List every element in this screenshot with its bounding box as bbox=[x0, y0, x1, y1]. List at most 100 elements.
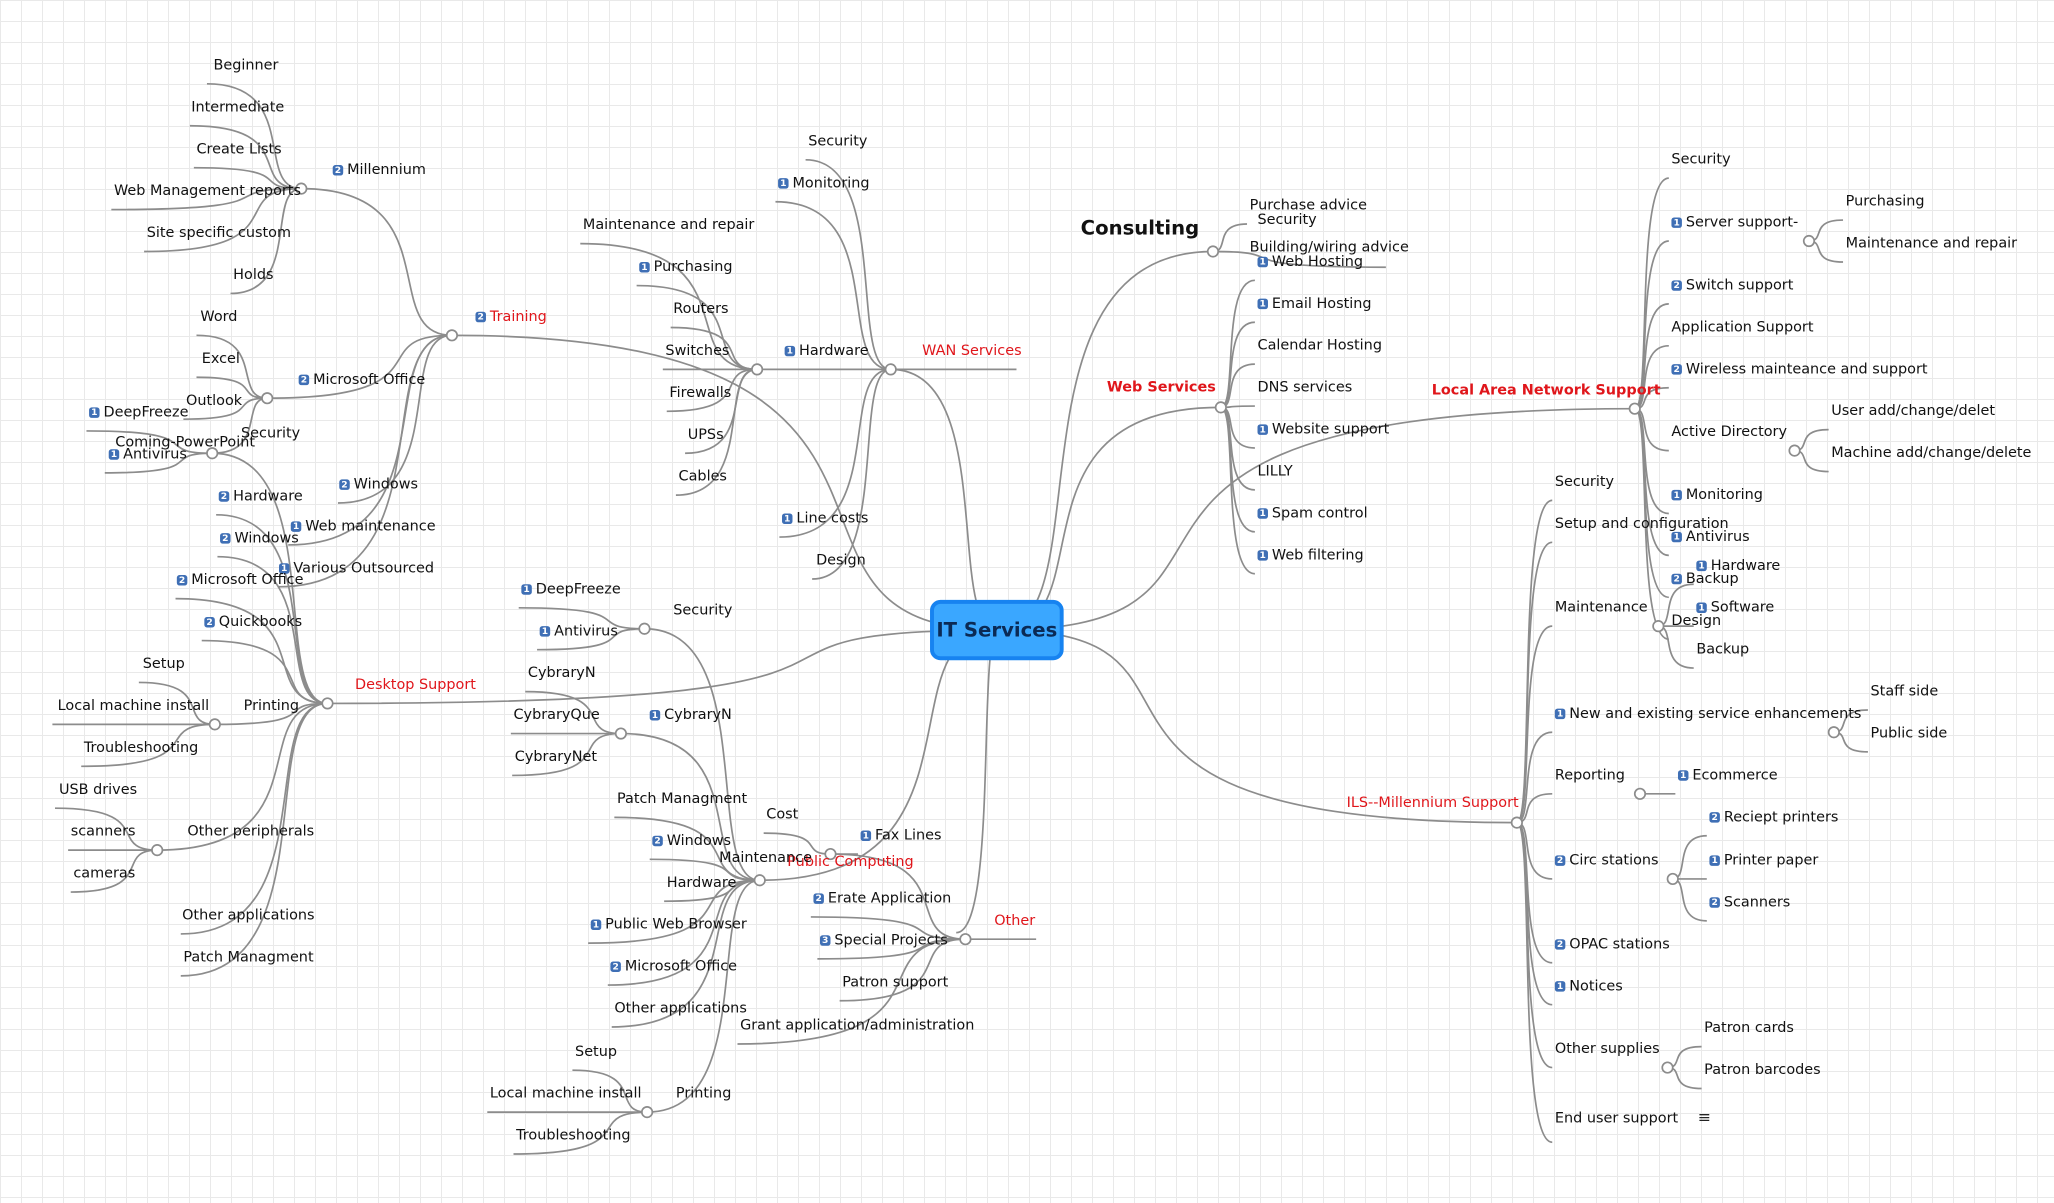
topic-pc-cybraryque[interactable]: CybraryQue bbox=[513, 706, 599, 723]
topic-ils-reporting[interactable]: Reporting bbox=[1555, 766, 1625, 783]
topic-excel[interactable]: Excel bbox=[202, 350, 240, 367]
topic-lan-useradd[interactable]: User add/change/delet bbox=[1831, 402, 1995, 419]
junction-knob[interactable] bbox=[1633, 787, 1647, 800]
topic-ds-trouble[interactable]: Troubleshooting bbox=[84, 739, 198, 756]
topic-other[interactable]: Other bbox=[994, 912, 1035, 929]
topic-ils[interactable]: ILS--Millennium Support bbox=[1347, 794, 1519, 811]
note-icon[interactable]: ≡ bbox=[1697, 1108, 1711, 1127]
topic-wan-routers[interactable]: Routers bbox=[673, 300, 728, 317]
junction-knob[interactable] bbox=[1802, 234, 1816, 248]
junction-knob[interactable] bbox=[824, 847, 837, 861]
junction-knob[interactable] bbox=[208, 718, 221, 731]
junction-knob[interactable] bbox=[1628, 402, 1641, 415]
topic-con-purchase[interactable]: Purchase advice bbox=[1250, 196, 1367, 213]
topic-web-calendar[interactable]: Calendar Hosting bbox=[1258, 337, 1382, 354]
junction-knob[interactable] bbox=[1661, 1061, 1674, 1074]
topic-pc-cybraryn2[interactable]: CybraryN bbox=[528, 664, 596, 681]
topic-word[interactable]: Word bbox=[200, 308, 237, 325]
topic-ds-otherperiph[interactable]: Other peripherals bbox=[187, 823, 314, 840]
junction-knob[interactable] bbox=[295, 182, 308, 195]
topic-ds-cameras[interactable]: cameras bbox=[73, 865, 135, 882]
topic-oth-cost[interactable]: Cost bbox=[766, 806, 798, 823]
topic-pc-printing[interactable]: Printing bbox=[676, 1085, 731, 1102]
topic-pc-cybrarynet[interactable]: CybraryNet bbox=[515, 748, 597, 765]
topic-wan-switches[interactable]: Switches bbox=[665, 342, 729, 359]
topic-web-mgmt-reports[interactable]: Web Management reports bbox=[114, 182, 301, 199]
topic-oth-patron[interactable]: Patron support bbox=[842, 973, 948, 990]
junction-knob[interactable] bbox=[1666, 872, 1679, 886]
topic-consulting[interactable]: Consulting bbox=[1081, 216, 1200, 240]
topic-holds[interactable]: Holds bbox=[233, 266, 273, 283]
junction-knob[interactable] bbox=[614, 727, 627, 740]
topic-pc-otherapps[interactable]: Other applications bbox=[614, 999, 746, 1016]
topic-wan-maint[interactable]: Maintenance and repair bbox=[583, 216, 754, 233]
topic-lan-machadd[interactable]: Machine add/change/delete bbox=[1831, 444, 2031, 461]
topic-ds-printing[interactable]: Printing bbox=[244, 697, 299, 714]
topic-ds-security[interactable]: Security bbox=[241, 424, 300, 441]
topic-ils-patroncards[interactable]: Patron cards bbox=[1704, 1019, 1794, 1036]
topic-outlook[interactable]: Outlook bbox=[186, 392, 242, 409]
junction-knob[interactable] bbox=[753, 874, 766, 887]
junction-knob[interactable] bbox=[751, 363, 764, 376]
topic-ils-maint[interactable]: Maintenance bbox=[1555, 599, 1648, 616]
topic-con-security[interactable]: Security bbox=[1258, 211, 1317, 228]
junction-knob[interactable] bbox=[638, 622, 651, 635]
topic-create-lists[interactable]: Create Lists bbox=[196, 140, 281, 157]
topic-pc-trouble[interactable]: Troubleshooting bbox=[516, 1127, 630, 1144]
topic-wan-security[interactable]: Security bbox=[808, 132, 867, 149]
topic-pc-local[interactable]: Local machine install bbox=[490, 1085, 642, 1102]
topic-pc-maint[interactable]: Maintenance bbox=[719, 849, 812, 866]
topic-pc-security[interactable]: Security bbox=[673, 601, 732, 618]
topic-pc-hardware[interactable]: Hardware bbox=[667, 874, 737, 891]
topic-ils-backup[interactable]: Backup bbox=[1696, 641, 1749, 658]
topic-web-dns[interactable]: DNS services bbox=[1258, 379, 1353, 396]
topic-ds-patch[interactable]: Patch Managment bbox=[183, 948, 313, 965]
topic-ils-barcodes[interactable]: Patron barcodes bbox=[1704, 1061, 1820, 1078]
topic-lan-maint[interactable]: Maintenance and repair bbox=[1846, 234, 2017, 251]
topic-coming-pp[interactable]: Coming-PowerPoint bbox=[115, 434, 255, 451]
junction-knob[interactable] bbox=[261, 392, 274, 405]
junction-knob[interactable] bbox=[445, 329, 459, 342]
topic-ds-local[interactable]: Local machine install bbox=[58, 697, 210, 714]
topic-pc[interactable]: Public Computing bbox=[787, 853, 913, 870]
topic-lan-design[interactable]: Design bbox=[1671, 612, 1721, 629]
topic-lan[interactable]: Local Area Network Support bbox=[1432, 381, 1661, 398]
topic-wan-cables[interactable]: Cables bbox=[679, 468, 727, 485]
junction-knob[interactable] bbox=[1788, 444, 1801, 457]
topic-oth-grant[interactable]: Grant application/administration bbox=[740, 1016, 974, 1033]
junction-knob[interactable] bbox=[1510, 816, 1523, 829]
topic-pc-patch[interactable]: Patch Managment bbox=[617, 790, 747, 807]
topic-lan-security[interactable]: Security bbox=[1671, 151, 1730, 168]
junction-knob[interactable] bbox=[1827, 726, 1840, 739]
topic-web-lilly[interactable]: LILLY bbox=[1258, 462, 1293, 479]
topic-lan-purch[interactable]: Purchasing bbox=[1846, 193, 1925, 210]
topic-wan-ups[interactable]: UPSs bbox=[688, 426, 724, 443]
topic-ils-enduser[interactable]: End user support≡ bbox=[1555, 1108, 1711, 1127]
